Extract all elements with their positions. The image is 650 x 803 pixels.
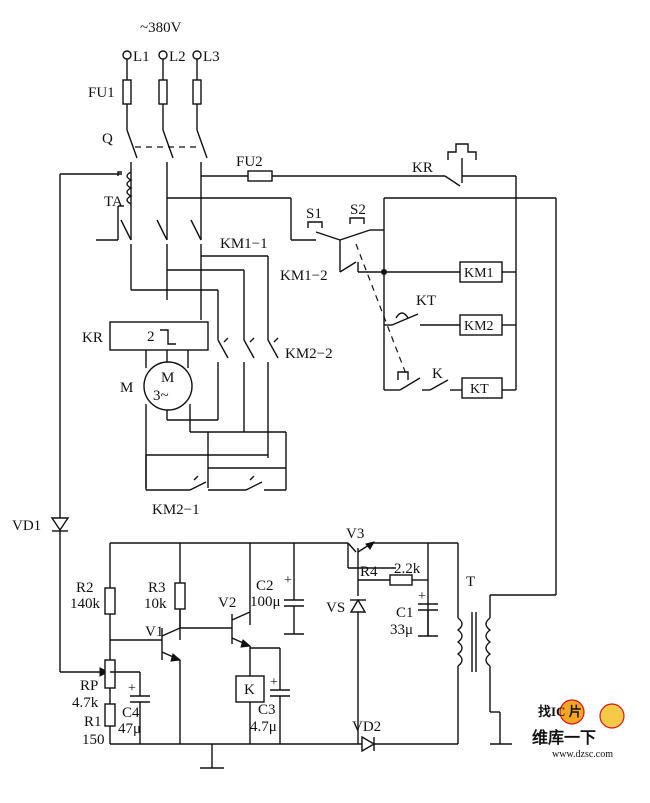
resistor-r2 [104,587,116,615]
km2-2-contacts [217,337,279,445]
rp-value: 4.7k [72,695,99,711]
t-label: T [466,574,475,590]
s2-label: S2 [350,202,366,218]
capacitor-c1 [418,603,438,637]
km2-coil-label: KM2 [464,319,494,334]
c4-value: 47μ [118,721,141,737]
fu1-label: FU1 [88,85,115,101]
kr-label: KR [82,330,103,346]
s2-mechanical-link [355,243,407,375]
s1-label: S1 [306,206,322,222]
potentiometer-rp [104,659,116,689]
c2-label: C2 [256,578,274,594]
transformer-t [456,543,556,745]
r1-value: 150 [82,732,105,748]
r1-label: R1 [84,714,102,730]
button-s2 [339,217,384,241]
motor-inner-bottom: 3~ [153,388,169,404]
vd1-label: VD1 [12,518,41,534]
motor-inner-top: M [161,370,174,386]
kr-block-number: 2 [147,329,155,345]
fu2-label: FU2 [236,154,263,170]
r2-value: 140k [70,596,101,612]
k-contact-label: K [432,366,443,382]
c4-label: C4 [122,705,140,721]
vs-label: VS [326,600,345,616]
thermal-relay-kr [109,321,209,351]
diode-vd2 [361,735,376,753]
r3-value: 10k [144,596,167,612]
button-s1 [291,221,341,241]
r4-value: 2.2k [394,561,421,577]
supply-voltage-label: ~380V [140,20,182,36]
kt-coil-label: KT [470,382,489,397]
km2-1-label: KM2−1 [152,502,200,518]
transistor-v2 [180,611,252,676]
km2-1-contacts [146,468,287,491]
k-coil-label: K [244,682,255,698]
l1-label: L1 [133,49,150,65]
r3-label: R3 [148,580,166,596]
c1-label: C1 [396,605,414,621]
zener-vs [349,598,367,744]
ta-label: TA [104,194,123,210]
vd2-label: VD2 [352,719,381,735]
fuse-fu2 [247,170,273,182]
motor-label: M [120,380,133,396]
phase-wires-upper [126,59,198,80]
kt-timed-contact [384,312,460,326]
diode-vd1 [50,517,110,677]
v2-label: V2 [218,595,236,611]
l2-label: L2 [169,49,186,65]
c1-plus: + [418,589,426,604]
kr-contact-label: KR [412,160,433,176]
kt-coil [461,377,503,399]
km1-coil-label: KM1 [464,266,494,281]
motor-m [143,361,193,411]
c4-plus: + [128,681,136,696]
watermark-url: www.dzsc.com [552,749,613,760]
relay-coil-k [235,675,265,703]
resistor-r1 [104,703,116,727]
c2-value: 100μ [250,594,281,610]
r4-label: R4 [360,564,378,580]
c3-plus: + [270,675,278,690]
l3-label: L3 [203,49,220,65]
capacitor-c2 [284,599,304,635]
r2-label: R2 [76,580,94,596]
c1-value: 33μ [390,622,413,638]
kr-thermal-contact [444,143,517,198]
transistor-v1 [110,610,182,744]
kt-contact-label: KT [416,293,436,309]
c3-label: C3 [258,702,276,718]
km2-2-label: KM2−2 [285,346,333,362]
km1-2-contact [339,240,384,273]
capacitor-c4 [130,695,150,744]
resistor-r3 [174,582,186,610]
km1-1-label: KM1−1 [220,236,268,252]
q-label: Q [102,131,113,147]
watermark-top: 找IC 片 [538,704,582,719]
watermark-cn: 维库一下 [532,728,596,747]
ground-symbol [200,744,224,769]
k-relay-contact [384,371,462,391]
c3-value: 4.7μ [250,719,277,735]
v1-label: V1 [145,624,163,640]
site-watermark: 找IC 片 维库一下 www.dzsc.com [532,699,625,760]
km1-2-label: KM1−2 [280,268,328,284]
phase-wires-mid [126,104,198,130]
v3-label: V3 [346,526,364,542]
c2-plus: + [284,573,292,588]
fuse-fu1 [122,79,202,105]
capacitor-c3 [270,689,290,744]
switch-q [126,129,208,240]
rp-label: RP [80,678,98,694]
